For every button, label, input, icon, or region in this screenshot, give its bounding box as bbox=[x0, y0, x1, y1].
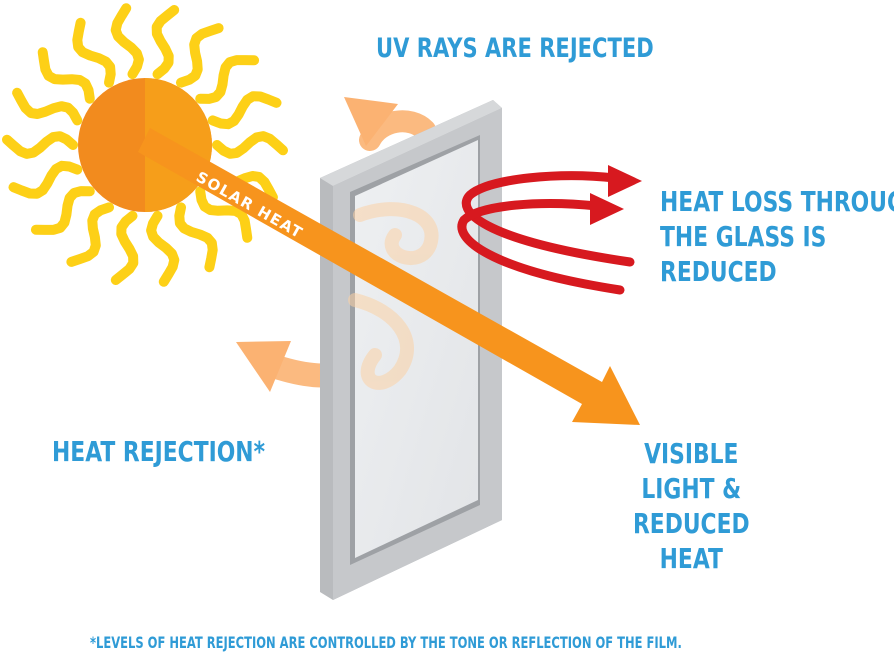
sun-ray bbox=[151, 5, 180, 80]
sun-ray bbox=[12, 87, 83, 126]
sun-rays bbox=[2, 3, 288, 287]
sun-ray bbox=[176, 23, 224, 88]
visible-line-3: REDUCED bbox=[632, 507, 750, 540]
heat-rejection-label: HEAT REJECTION* bbox=[52, 435, 266, 468]
sun-ray bbox=[195, 186, 253, 243]
visible-light-label: VISIBLE LIGHT & REDUCED HEAT bbox=[625, 436, 758, 576]
heat-loss-line-1: HEAT LOSS THROUGH bbox=[660, 185, 894, 218]
sun-ray bbox=[207, 91, 282, 130]
sun-ray bbox=[66, 202, 114, 267]
sun-ray bbox=[37, 47, 95, 104]
heat-loss-label: HEAT LOSS THROUGH THE GLASS IS REDUCED bbox=[660, 184, 894, 289]
visible-line-2: LIGHT & bbox=[641, 472, 742, 505]
sun-ray bbox=[212, 131, 288, 159]
solar-heat-beam bbox=[138, 128, 640, 425]
sun-ray bbox=[174, 202, 218, 273]
visible-line-1: VISIBLE bbox=[644, 437, 739, 470]
uv-reflected-arrow bbox=[344, 97, 436, 151]
sun-ray bbox=[72, 17, 116, 88]
sun-ray bbox=[30, 186, 95, 235]
heat-loss-arrows bbox=[457, 165, 642, 295]
footnote: *LEVELS OF HEAT REJECTION ARE CONTROLLED… bbox=[90, 633, 682, 652]
heat-loss-line-2: THE GLASS IS bbox=[660, 220, 827, 253]
uv-rays-label: UV RAYS ARE REJECTED bbox=[376, 33, 654, 64]
sun-ray bbox=[195, 55, 260, 104]
glass-swirls bbox=[348, 202, 439, 390]
sun-ray bbox=[2, 131, 78, 159]
sun-ray bbox=[146, 210, 180, 287]
visible-line-4: HEAT bbox=[659, 542, 723, 575]
sun-ray bbox=[8, 160, 83, 199]
sun-ray bbox=[110, 210, 139, 285]
heat-loss-line-3: REDUCED bbox=[660, 255, 777, 288]
sun-ray bbox=[110, 3, 144, 80]
